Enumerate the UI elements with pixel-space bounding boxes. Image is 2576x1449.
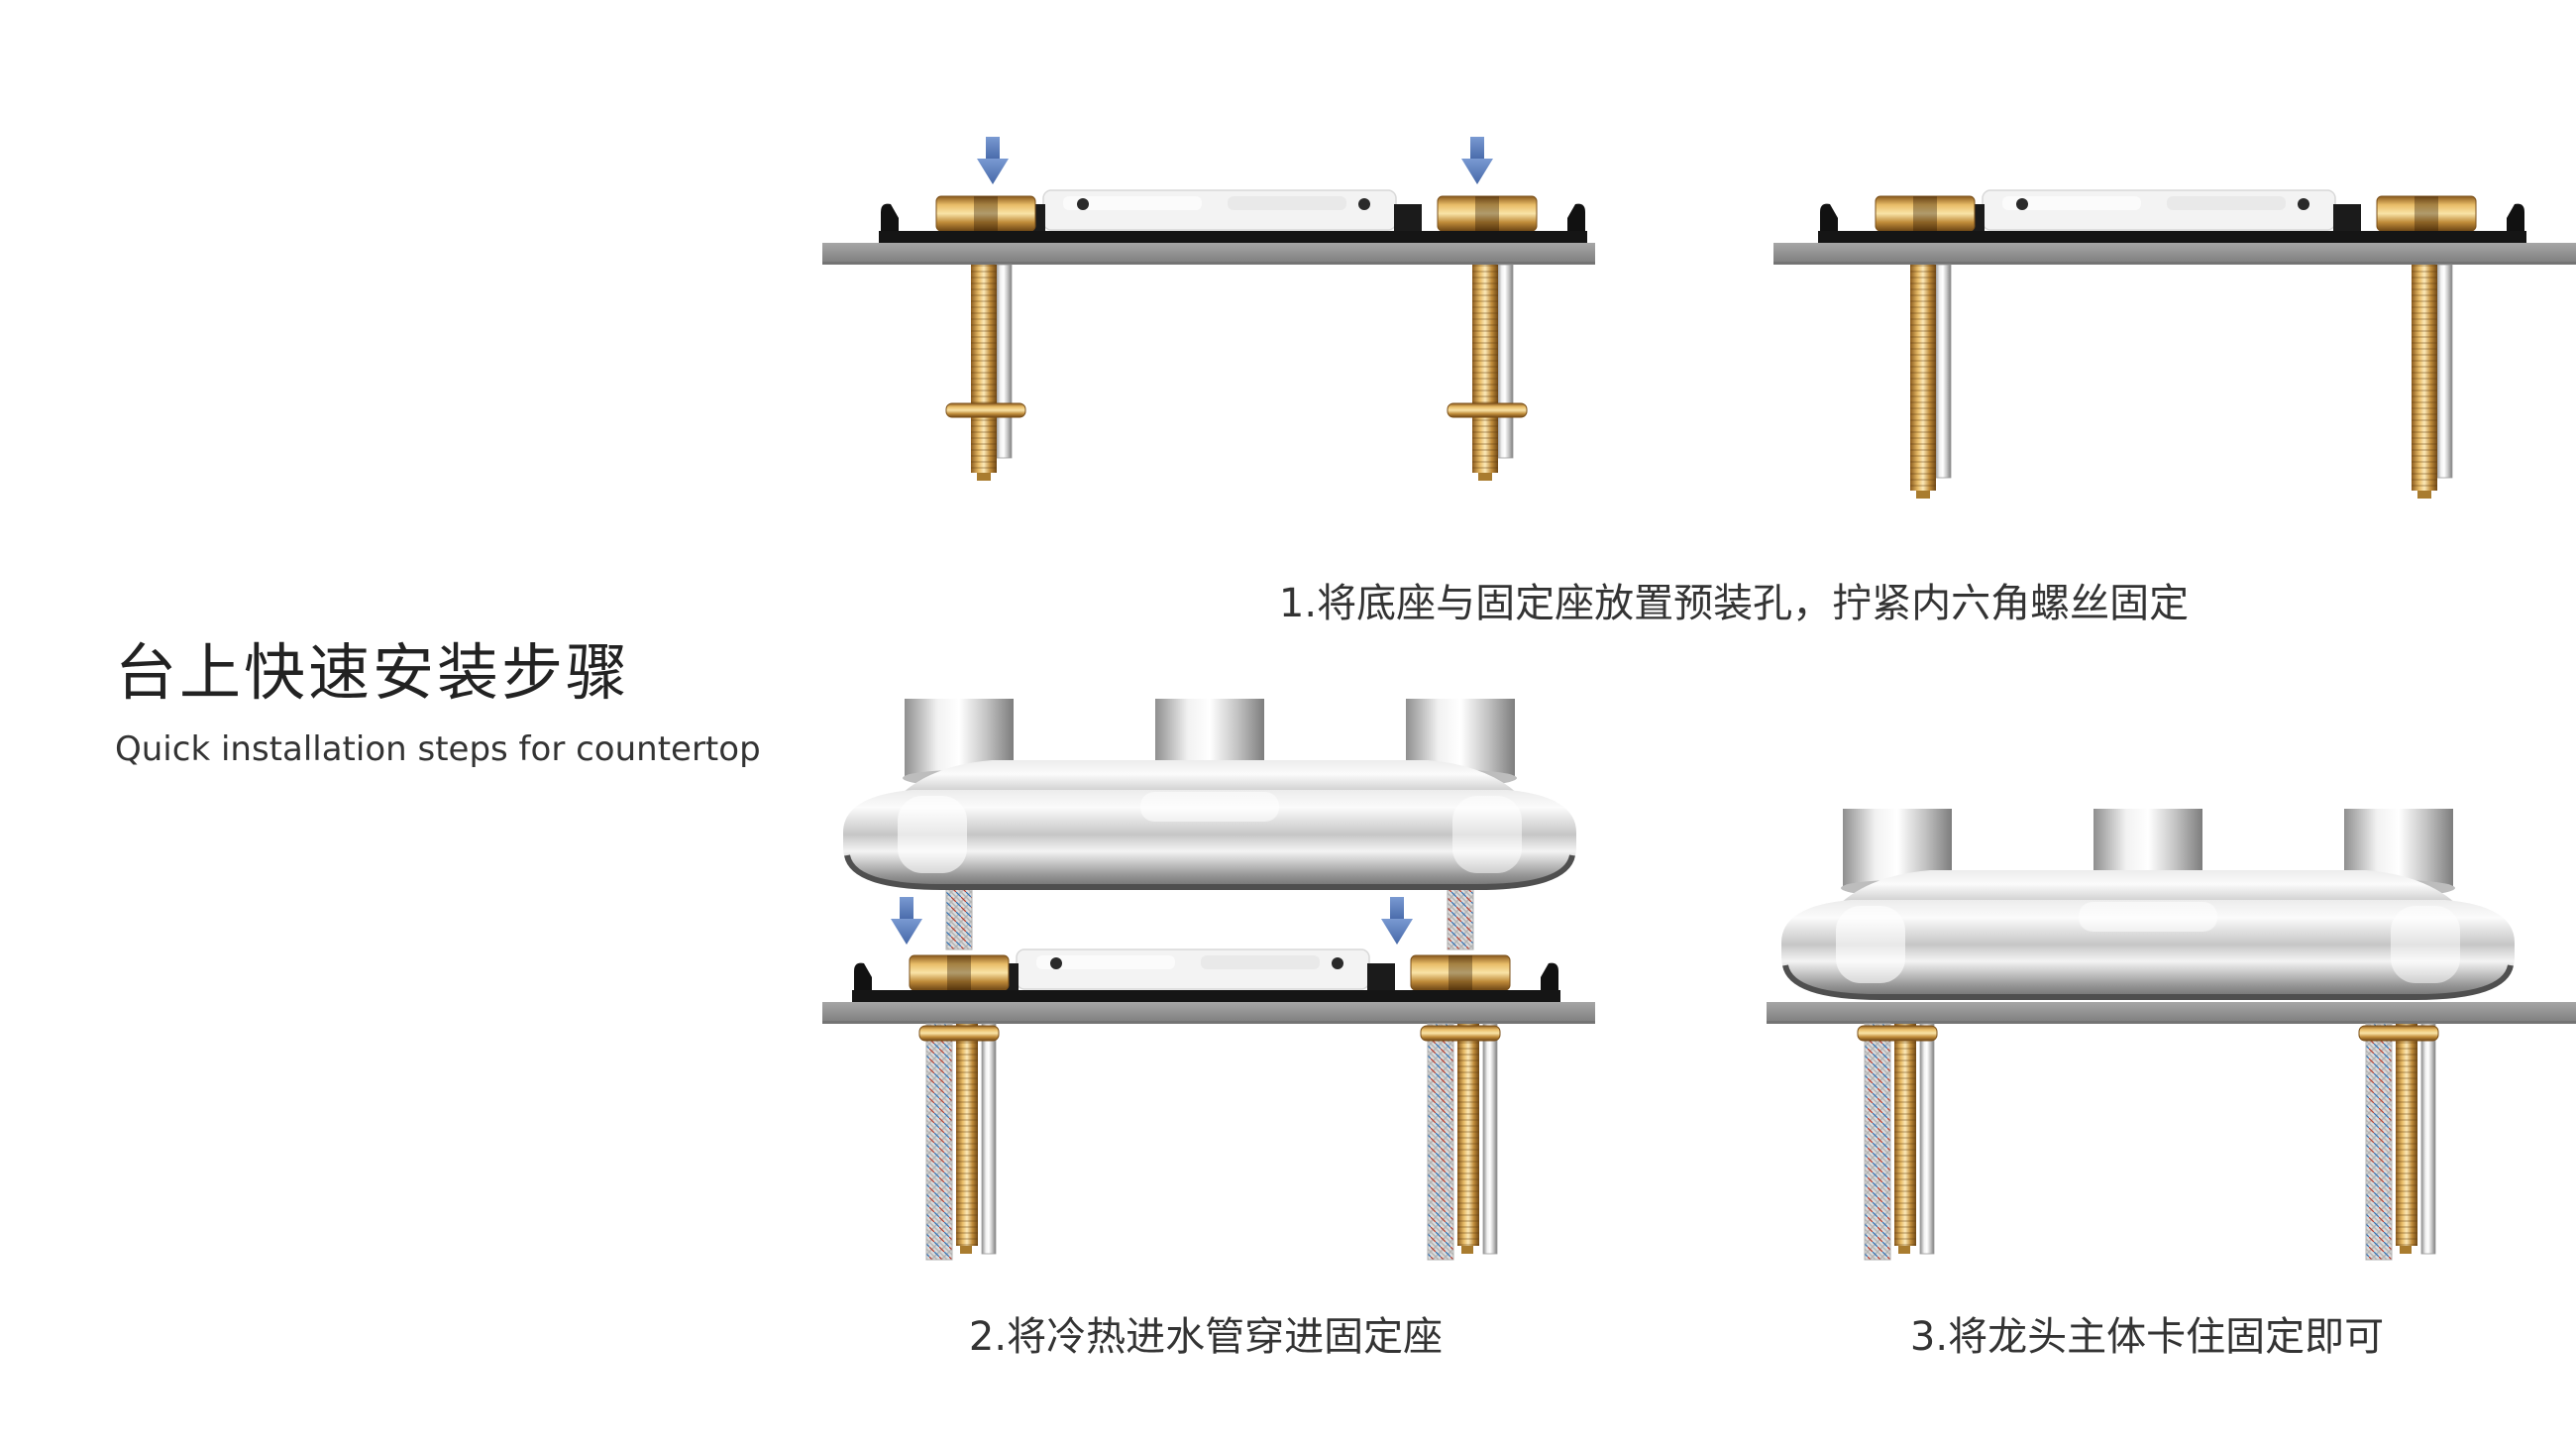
countertop-edge [822, 262, 1595, 265]
page-title: 台上快速安装步骤 [115, 636, 631, 709]
countertop-edge [1767, 1021, 2576, 1024]
countertop-slab [1773, 243, 2576, 265]
threaded-rod-icon [1909, 264, 1952, 500]
figure-step1-base-with-arrows [822, 137, 1595, 482]
hose-and-rod [2358, 1023, 2439, 1261]
step1-caption: 1.将底座与固定座放置预装孔，拧紧内六角螺丝固定 [1278, 581, 2190, 626]
figure-step3-body-fixed [1767, 788, 2576, 1261]
countertop-slab [1767, 1002, 2576, 1024]
mounting-base-plate [878, 189, 1588, 244]
figure-step2-hoses-through-seat [822, 694, 1595, 1261]
countertop-edge [822, 1021, 1595, 1024]
hose-and-rod [918, 1023, 1000, 1261]
hose-and-rod [1857, 1023, 1938, 1261]
faucet-body [843, 699, 1576, 889]
countertop-slab [822, 1002, 1595, 1024]
down-arrow-icon [977, 137, 1009, 184]
figure-step1-base-fixed [1773, 189, 2576, 500]
hose-and-rod [1420, 1023, 1501, 1261]
countertop-edge [1773, 262, 2576, 265]
down-arrow-icon [891, 897, 922, 945]
threaded-rod-icon [2411, 264, 2453, 500]
down-arrow-icon [1381, 897, 1413, 945]
step3-caption: 3.将龙头主体卡住固定即可 [1909, 1314, 2385, 1360]
threaded-rod-icon [945, 264, 1026, 482]
mounting-base-plate [851, 948, 1561, 1003]
mounting-base-plate [1817, 189, 2527, 244]
countertop-slab [822, 243, 1595, 265]
step2-caption: 2.将冷热进水管穿进固定座 [968, 1314, 1444, 1360]
down-arrow-icon [1461, 137, 1493, 184]
page-subtitle: Quick installation steps for countertop [115, 729, 761, 769]
threaded-rod-icon [1447, 264, 1528, 482]
faucet-body [1781, 809, 2515, 999]
